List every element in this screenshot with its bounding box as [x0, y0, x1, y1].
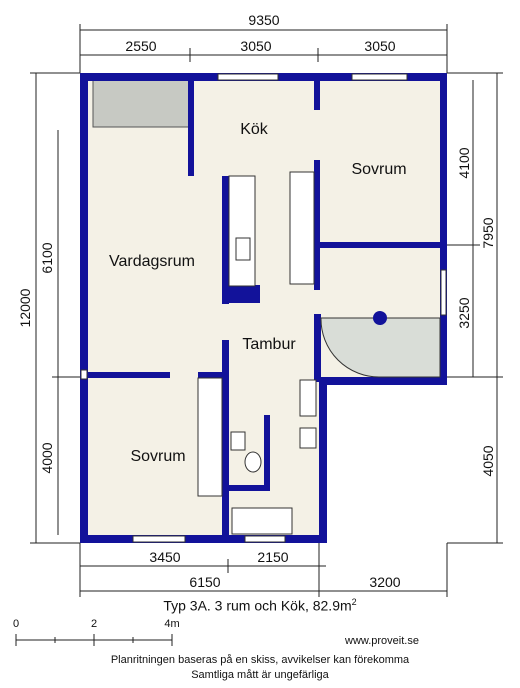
wall-balcony	[188, 80, 194, 176]
dim-right-total: 7950	[480, 217, 496, 248]
dim-bottom-right: 3200	[369, 574, 400, 590]
spiral-stair	[320, 317, 441, 378]
dim-bottom-seg2: 2150	[257, 549, 288, 565]
dim-top-seg3: 3050	[364, 38, 395, 54]
balcony	[92, 79, 191, 128]
scale-label-0: 0	[13, 618, 19, 630]
room-bedroom-top: Sovrum	[351, 161, 406, 178]
room-bedroom-bottom: Sovrum	[130, 448, 185, 465]
wall-living-bottom	[88, 372, 170, 378]
room-kitchen: Kök	[240, 121, 269, 138]
wall-right-upper	[440, 73, 447, 385]
wall-bath-mid	[264, 415, 270, 491]
wall-bath-top	[229, 485, 264, 491]
wall-island-base	[222, 285, 260, 303]
bath-sink-right	[299, 427, 317, 449]
wall-bedroom-top-left-lower	[314, 160, 320, 290]
dim-right-seg3: 4050	[480, 445, 496, 476]
disclaimer-line-2: Samtliga mått är ungefärliga	[191, 669, 329, 681]
room-hall: Tambur	[242, 336, 296, 353]
toilet	[244, 451, 262, 473]
stair-center	[373, 311, 387, 325]
wall-bottom-left	[80, 535, 326, 543]
hall-closet	[299, 379, 317, 417]
dim-top-seg2: 3050	[240, 38, 271, 54]
wall-right-lower	[319, 377, 327, 543]
dim-left-total: 12000	[17, 288, 33, 327]
window-bottom-bedroom	[132, 535, 186, 543]
window-right	[440, 269, 447, 316]
scale-label-2: 2	[91, 618, 97, 630]
plan-caption: Typ 3A. 3 rum och Kök, 82.9m2	[0, 597, 520, 614]
scale-label-4m: 4m	[164, 618, 179, 630]
dim-top-seg1: 2550	[125, 38, 156, 54]
wall-bedroom-top-bottom	[320, 242, 440, 248]
caption-superscript: 2	[351, 597, 357, 607]
wardrobe-bottom	[197, 377, 223, 497]
wall-step	[319, 377, 447, 385]
wall-kitchen-island	[222, 176, 229, 304]
wall-bedroom-top-left	[314, 80, 320, 110]
wall-left	[80, 73, 88, 543]
window-left	[80, 369, 88, 380]
kitchen-counter	[228, 175, 256, 287]
window-top-kitchen	[217, 73, 279, 81]
dim-right-seg2: 3250	[456, 297, 472, 328]
kitchen-sink	[235, 237, 251, 261]
bathtub	[231, 507, 293, 535]
dim-left-lower: 4000	[39, 442, 55, 473]
dim-bottom-seg1: 3450	[149, 549, 180, 565]
window-top-bedroom	[351, 73, 408, 81]
dim-bottom-total-left: 6150	[189, 574, 220, 590]
wall-hall-left	[222, 340, 229, 535]
bath-sink-left	[230, 431, 246, 451]
room-living: Vardagsrum	[109, 253, 195, 270]
dim-left-upper: 6100	[39, 242, 55, 273]
dim-right-seg1: 4100	[456, 147, 472, 178]
wall-stair-left	[314, 314, 321, 382]
disclaimer-line-1: Planritningen baseras på en skiss, avvik…	[110, 654, 410, 666]
dim-top-total: 9350	[248, 12, 279, 28]
wall-hall-top	[198, 372, 228, 378]
window-bottom-bath	[244, 535, 286, 543]
caption-text: Typ 3A. 3 rum och Kök, 82.9m	[163, 597, 352, 614]
wardrobe-top	[289, 171, 315, 285]
website-label: www.proveit.se	[345, 635, 419, 647]
